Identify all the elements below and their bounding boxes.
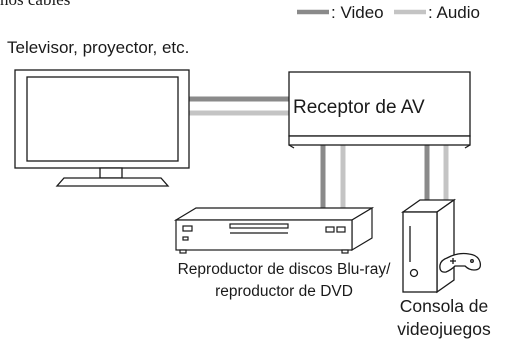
legend-audio-label: : Audio <box>428 3 480 22</box>
player-label-line2: reproductor de DVD <box>215 283 353 300</box>
section-title: nos cables <box>0 0 70 8</box>
receiver-box <box>288 71 471 149</box>
tv-icon <box>14 69 190 187</box>
receiver-label: Receptor de AV <box>293 97 425 118</box>
legend-video-label: : Video <box>331 3 384 22</box>
console-label-line1: Consola de <box>399 296 489 316</box>
console-label-line2: videojuegos <box>397 319 491 339</box>
game-console-icon <box>400 198 482 294</box>
player-label-line1: Reproductor de discos Blu-ray/ <box>177 261 391 278</box>
bluray-player-icon <box>173 206 375 254</box>
tv-label: Televisor, proyector, etc. <box>7 38 190 57</box>
